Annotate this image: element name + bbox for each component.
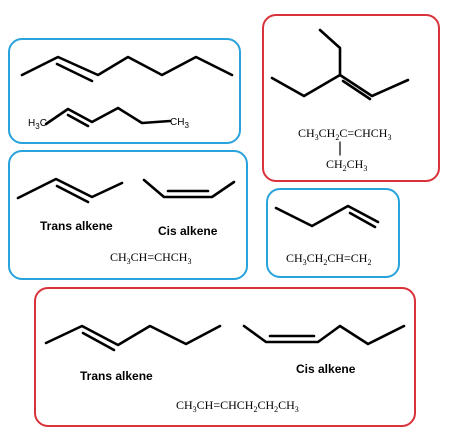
panel-3-ethylpent-2-ene — [262, 14, 440, 182]
label-trans-alkene: Trans alkene — [40, 219, 113, 233]
label-cis-alkene-hexene: Cis alkene — [296, 362, 356, 376]
methyl-label-right: CH3 — [170, 117, 189, 130]
panel-oct-2-ene — [8, 38, 241, 144]
condensed-formula-hex-2-ene: CH3CH=CHCH2CH2CH3 — [176, 398, 299, 414]
methyl-label-left: H3C — [28, 118, 47, 131]
condensed-formula-but-2-ene: CH3CH=CHCH3 — [110, 250, 192, 266]
condensed-formula-ethyl-branch: CH2CH3 — [326, 157, 368, 173]
label-trans-alkene-hexene: Trans alkene — [80, 369, 153, 383]
condensed-formula-but-1-ene: CH3CH2CH=CH2 — [286, 251, 372, 267]
panel-hex-2-ene — [34, 287, 416, 427]
condensed-formula-3-ethylpent-2-ene: CH3CH2C=CHCH3 — [298, 126, 392, 142]
label-cis-alkene: Cis alkene — [158, 224, 218, 238]
panel-but-1-ene — [266, 188, 400, 278]
panel-but-2-ene — [8, 150, 248, 280]
